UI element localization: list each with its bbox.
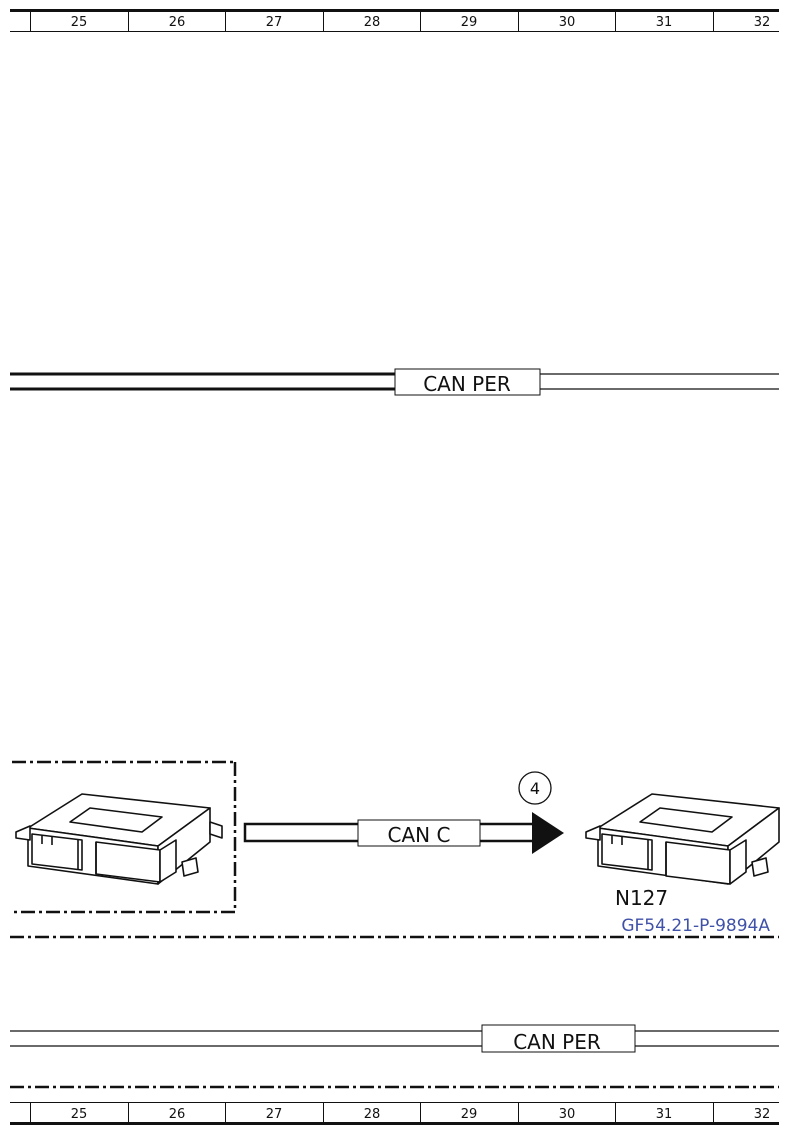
callout-number: 4 — [530, 779, 540, 798]
column-number: 27 — [266, 15, 283, 30]
can-per-bus-lower: CAN PER — [10, 1024, 779, 1054]
column-number: 26 — [169, 15, 186, 30]
column-number: 31 — [656, 15, 673, 30]
can-per-label-lower: CAN PER — [513, 1030, 601, 1054]
module-label: N127 — [615, 886, 668, 910]
column-number: 30 — [559, 15, 576, 30]
can-c-link: CAN C — [243, 812, 564, 854]
n127-control-unit: N127 — [585, 793, 780, 910]
column-number: 29 — [461, 1107, 478, 1122]
arrow-head-icon — [532, 812, 564, 854]
column-number: 25 — [71, 1107, 88, 1122]
column-number: 32 — [754, 15, 771, 30]
callout-marker: 4 — [518, 771, 552, 805]
column-number: 32 — [754, 1107, 771, 1122]
column-number: 31 — [656, 1107, 673, 1122]
left-control-unit — [10, 760, 237, 914]
column-number: 25 — [71, 15, 88, 30]
bottom-column-ruler: 25 26 27 28 29 30 31 32 — [10, 1102, 779, 1125]
column-number: 28 — [364, 15, 381, 30]
column-number: 29 — [461, 15, 478, 30]
can-c-label: CAN C — [388, 823, 451, 847]
can-per-bus-upper: CAN PER — [10, 368, 779, 396]
can-per-label-upper: CAN PER — [423, 372, 511, 396]
column-number: 26 — [169, 1107, 186, 1122]
column-number: 27 — [266, 1107, 283, 1122]
reference-code: GF54.21-P-9894A — [621, 916, 770, 936]
column-number: 30 — [559, 1107, 576, 1122]
top-column-ruler: 25 26 27 28 29 30 31 32 — [10, 9, 779, 32]
column-number: 28 — [364, 1107, 381, 1122]
